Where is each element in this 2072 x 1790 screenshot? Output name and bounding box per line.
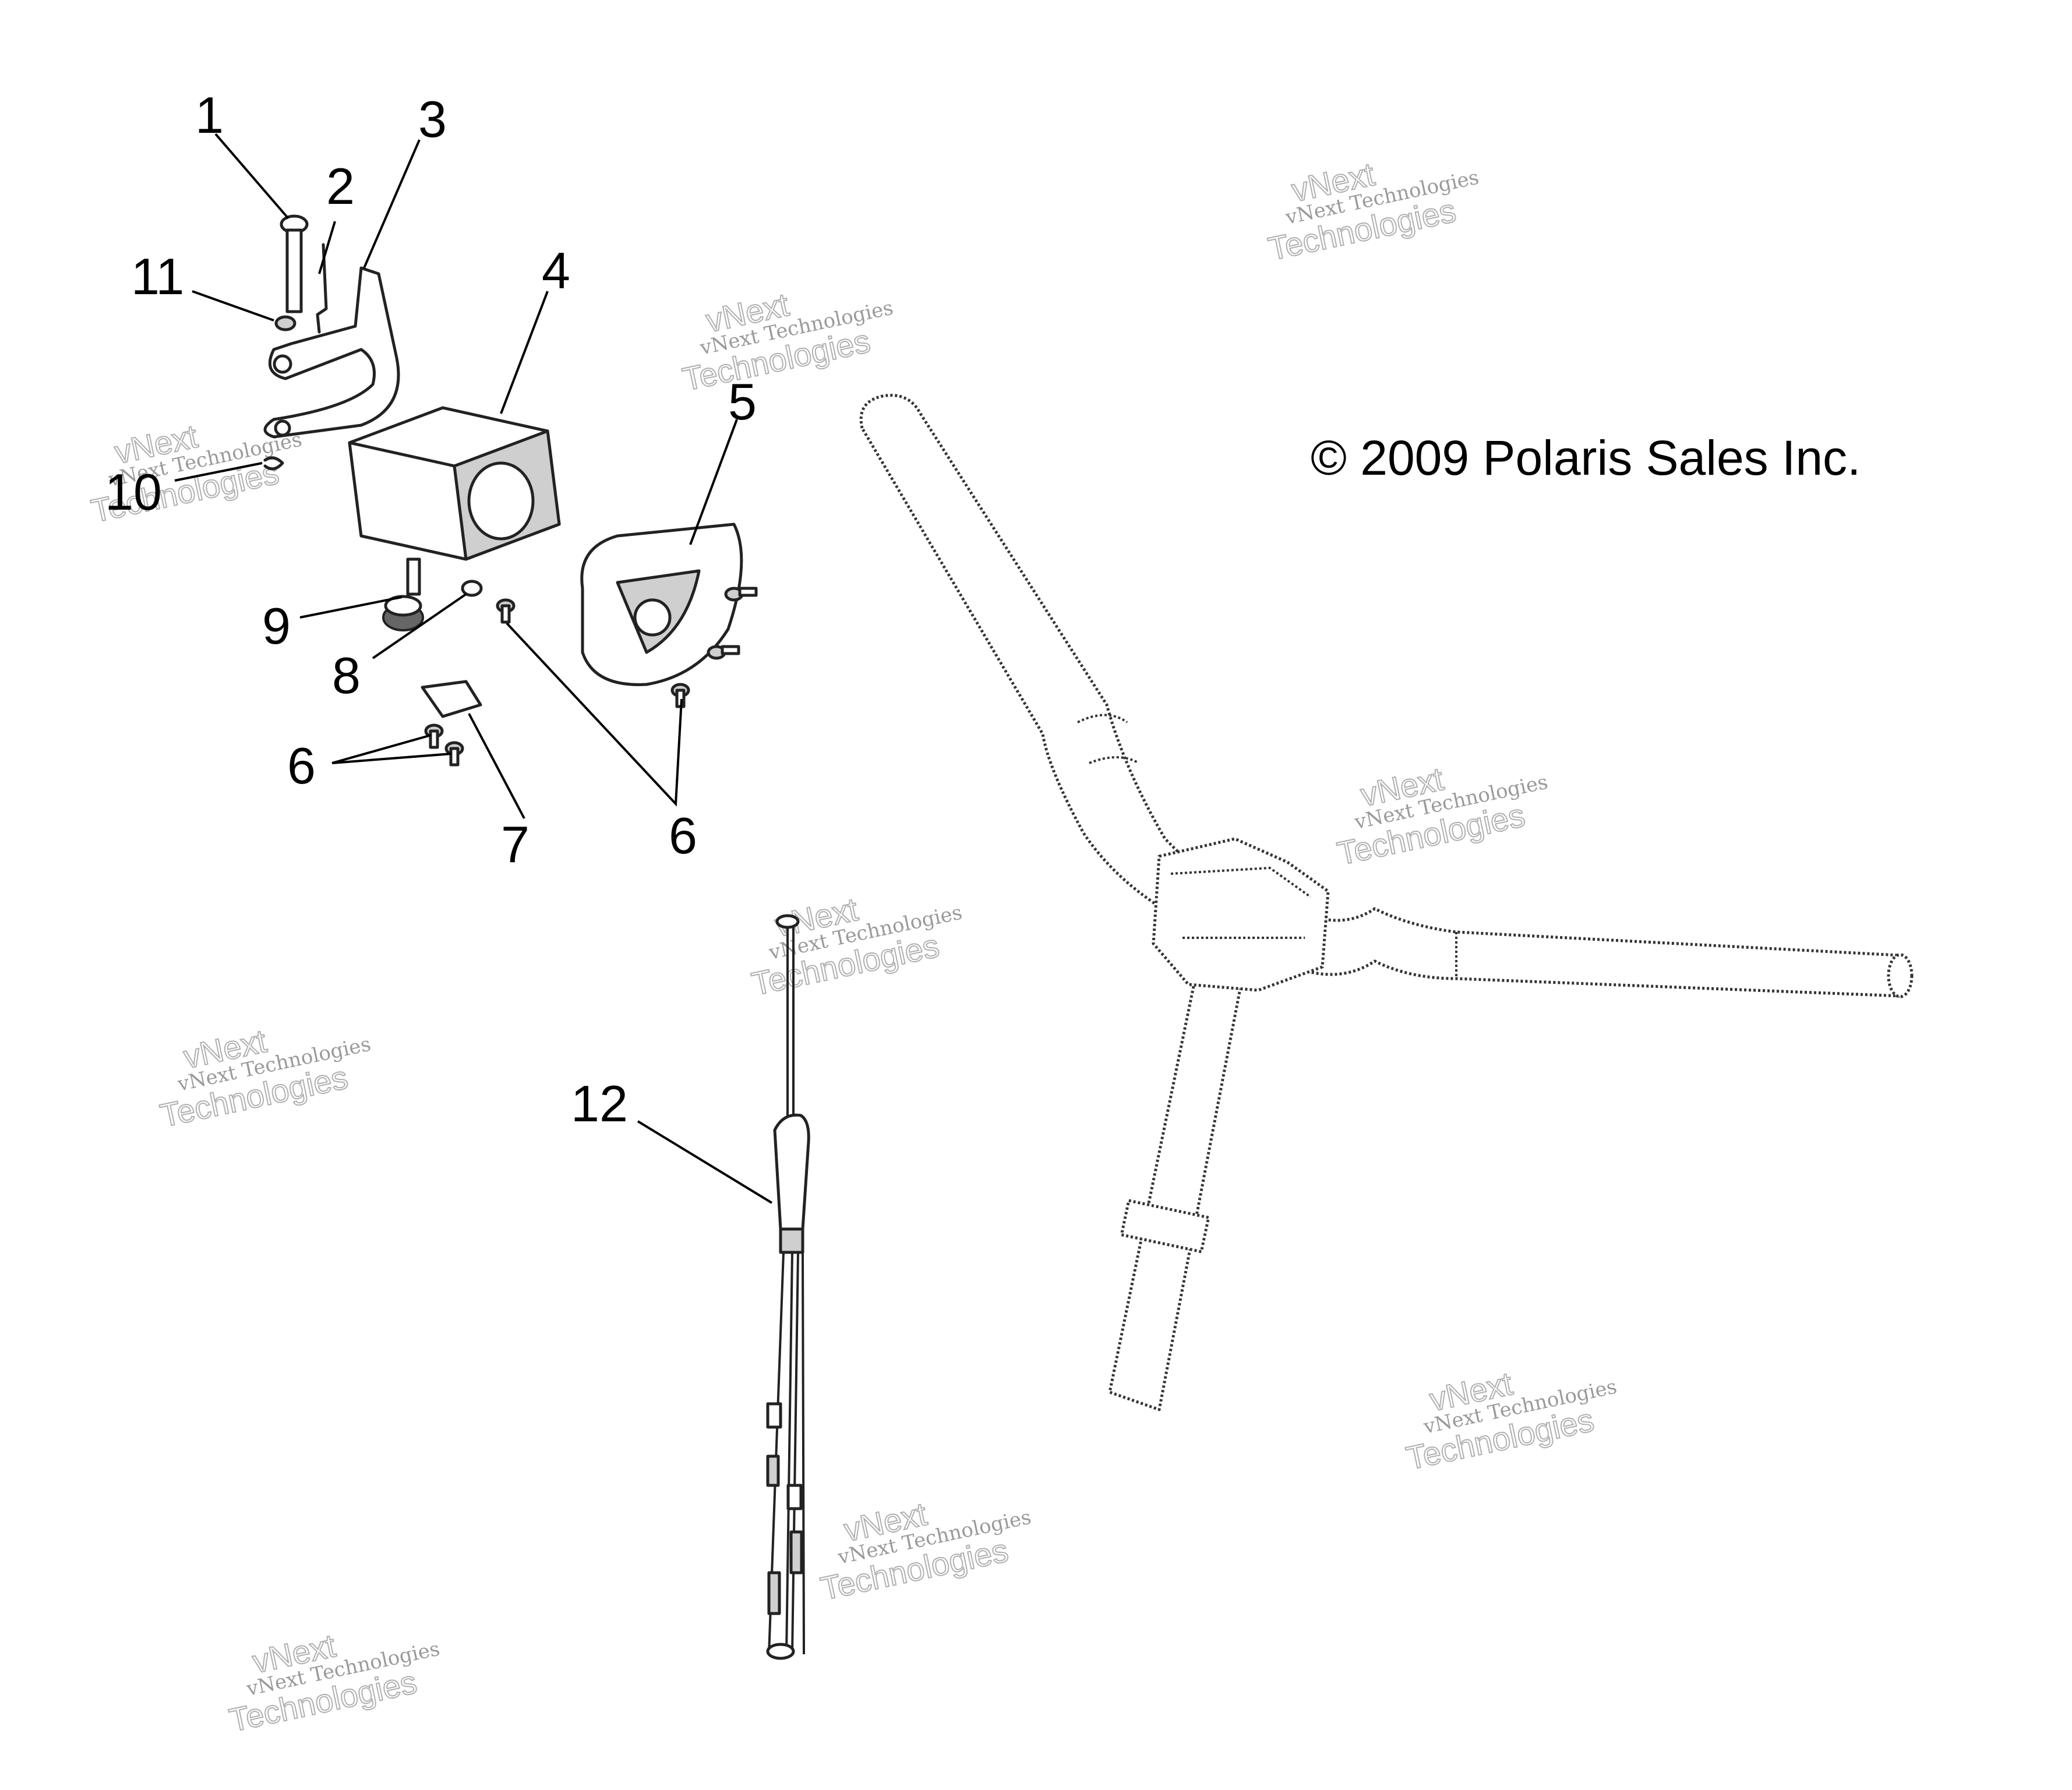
callout-4: 4 xyxy=(542,242,570,299)
handlebar-assembly xyxy=(859,394,1914,1411)
clamp-detail xyxy=(1170,866,1312,939)
callout-9: 9 xyxy=(262,597,291,655)
callouts: 1 2 3 4 5 6 6 7 8 9 10 11 12 xyxy=(105,86,757,1132)
part-5-cover xyxy=(580,522,743,686)
handlebar-left xyxy=(859,394,1202,922)
watermark: vNext vNext Technologies Technologies xyxy=(157,1022,373,1135)
watermark: vNext vNext Technologies Technologies xyxy=(225,1626,442,1739)
callout-10: 10 xyxy=(105,463,162,521)
callout-6-a: 6 xyxy=(287,737,316,795)
callout-12: 12 xyxy=(571,1075,628,1132)
callout-11: 11 xyxy=(131,248,184,305)
handlebar-right xyxy=(1291,907,1904,998)
leader-lines xyxy=(174,133,773,1204)
part-3-lever-hole xyxy=(274,419,291,437)
watermark: vNext vNext Technologies Technologies xyxy=(1403,1364,1619,1477)
part-8-washer xyxy=(461,580,483,597)
part-1-pin xyxy=(280,214,309,313)
part-4-throttle-housing xyxy=(348,406,561,596)
part-6-screw xyxy=(707,645,740,660)
callout-7: 7 xyxy=(501,815,530,873)
part-11-washer xyxy=(274,315,296,331)
bar-seam xyxy=(1077,714,1457,979)
part-3-lever xyxy=(263,266,400,439)
callout-8: 8 xyxy=(332,647,361,704)
handlebar-end xyxy=(1887,953,1914,998)
part-2-spring xyxy=(316,243,328,334)
part-3-lever-hole xyxy=(273,354,292,374)
watermark: vNext vNext Technologies Technologies xyxy=(679,285,895,398)
part-6-screw xyxy=(444,741,464,767)
callout-5: 5 xyxy=(728,373,757,430)
part-7-plate xyxy=(421,680,482,718)
part-12-throttle-cable xyxy=(766,914,810,1660)
part-6-screw xyxy=(496,598,516,624)
part-9-grommet xyxy=(382,595,424,631)
callout-3: 3 xyxy=(418,90,447,148)
steering-post xyxy=(1108,954,1248,1411)
part-6-screw xyxy=(724,587,758,602)
callout-2: 2 xyxy=(326,157,355,215)
part-10-clip xyxy=(263,456,284,471)
part-6-screw xyxy=(670,683,690,708)
part-6-screw xyxy=(424,723,444,749)
watermark: vNext vNext Technologies Technologies xyxy=(817,1495,1033,1608)
post-clamp xyxy=(1120,1199,1210,1254)
watermark: vNext vNext Technologies Technologies xyxy=(1265,155,1481,268)
callout-1: 1 xyxy=(195,86,224,144)
callout-6-b: 6 xyxy=(669,807,697,864)
throttle-parts xyxy=(263,214,758,767)
copyright-text: © 2009 Polaris Sales Inc. xyxy=(1311,430,1861,485)
watermark: vNext vNext Technologies Technologies xyxy=(748,890,965,1003)
handlebar-clamp xyxy=(1152,837,1330,992)
watermark: vNext vNext Technologies Technologies xyxy=(1333,760,1550,873)
